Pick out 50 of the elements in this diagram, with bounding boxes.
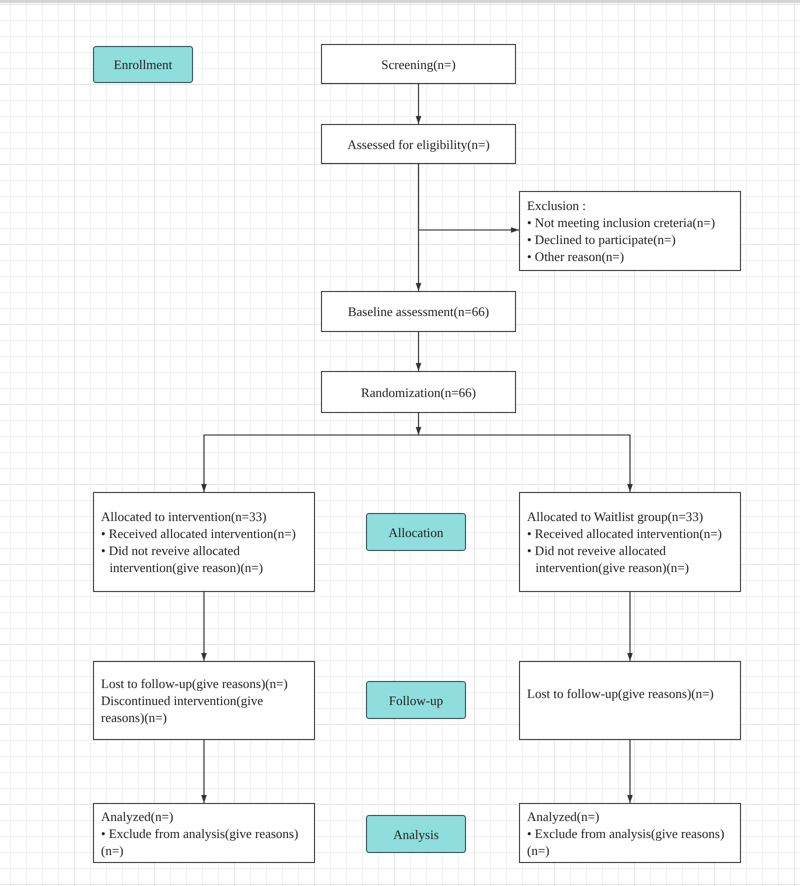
box-text: • Exclude from analysis(give reasons)(n=) <box>527 824 726 858</box>
process-box <box>93 803 315 863</box>
box-text: Analyzed(n=) <box>101 808 174 824</box>
box-text: Analyzed(n=) <box>527 808 600 824</box>
box-text: • Received allocated intervention(n=) <box>527 525 723 542</box>
box-text: Allocated to intervention(n=33) <box>101 508 268 525</box>
flow-arrow <box>418 164 519 233</box>
box-text: Allocated to Waitlist group(n=33) <box>527 508 704 525</box>
process-box <box>519 803 741 863</box>
process-box <box>321 371 516 413</box>
box-text: • Did not reveive allocated intervention(give reason)(n=) <box>101 542 264 576</box>
box-text: • Declined to participate(n=) <box>527 231 677 248</box>
flow-arrow <box>627 740 633 803</box>
box-text: Lost to follow-up(give reasons)(n=) <box>527 685 715 702</box>
box-text: Screening(n=) <box>380 56 457 72</box>
box-text: Randomization(n=66) <box>360 384 477 400</box>
stage-box <box>93 46 193 83</box>
box-text: • Did not reveive allocated intervention(give reason)(n=) <box>527 542 690 576</box>
box-text: Assessed for eligibility(n=) <box>346 136 491 152</box>
stage-label: Enrollment <box>112 56 174 73</box>
flow-arrow <box>416 413 422 435</box>
flow-arrow <box>416 332 422 371</box>
box-text: Baseline assessment(n=66) <box>346 303 490 320</box>
process-box <box>93 661 315 740</box>
box-text: Discontinued intervention(give reasons)(n=) <box>101 692 264 726</box>
flow-arrow <box>201 434 418 492</box>
process-box <box>321 291 516 332</box>
flow-arrow <box>201 592 207 661</box>
stage-label: Allocation <box>388 524 444 540</box>
stage-label: Follow-up <box>388 692 444 708</box>
process-box <box>321 124 516 164</box>
box-text: • Not meeting inclusion creteria(n=) <box>527 214 716 231</box>
process-box <box>519 492 741 592</box>
stage-box <box>366 513 466 551</box>
process-box <box>93 492 315 592</box>
box-text: • Other reason(n=) <box>527 248 626 265</box>
process-box <box>519 191 741 271</box>
stage-box <box>366 815 466 853</box>
box-text: Exclusion : <box>527 197 587 214</box>
box-text: • Exclude from analysis(give reasons)(n=) <box>101 824 300 858</box>
flow-arrow <box>416 84 422 124</box>
process-box <box>321 44 516 84</box>
box-text: • Received allocated intervention(n=) <box>101 525 297 542</box>
process-box <box>519 661 741 740</box>
flow-arrow <box>418 434 633 492</box>
stage-label: Analysis <box>392 826 440 842</box>
flow-arrow <box>201 740 207 803</box>
box-text: Lost to follow-up(give reasons)(n=) <box>101 675 289 692</box>
flow-arrow <box>627 592 633 661</box>
stage-box <box>366 681 466 719</box>
